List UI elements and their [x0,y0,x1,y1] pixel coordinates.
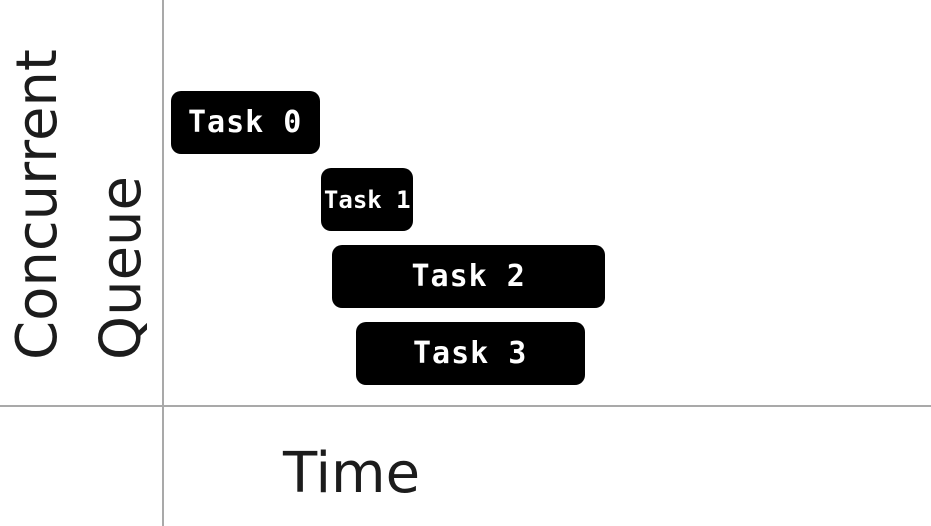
task-bar-label: Task 2 [411,259,526,294]
task-bar-label: Task 0 [187,105,303,140]
task-bar: Task 2 [331,245,606,308]
x-axis-label: Time [283,441,421,506]
task-bar-label: Task 3 [413,336,528,371]
y-axis-line [162,0,164,526]
task-bar: Task 1 [321,168,414,231]
task-bar-label: Task 1 [323,185,411,214]
task-bar: Task 3 [355,322,585,385]
task-bar: Task 0 [170,91,320,154]
x-axis-line [0,405,931,407]
